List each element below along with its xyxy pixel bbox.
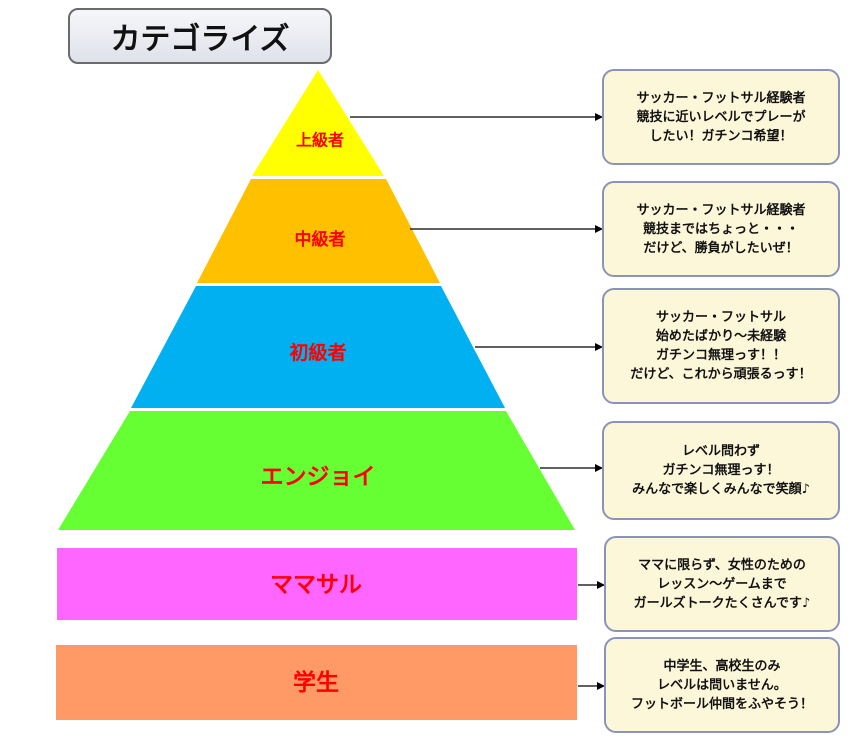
tier-intermediate-shape [197,179,440,283]
tier-intermediate-label: 中級者 [295,229,346,250]
tier-student-description: 中学生、高校生のみ レベルは問いません。 フットボール仲間をふやそう！ [604,637,840,733]
tier-mamasal-label: ママサル [270,572,362,598]
tier-beginner-shape [131,286,505,408]
category-title: カテゴライズ [68,8,332,64]
tier-mamasal-shape [57,548,577,620]
tier-enjoy-description: レベル問わず ガチンコ無理っす！ みんなで楽しくみんなで笑顔♪ [602,421,840,520]
tier-advanced-shape [252,70,384,176]
tier-enjoy-label: エンジョイ [261,464,376,490]
tier-beginner-label: 初級者 [289,341,346,364]
tier-advanced-description: サッカー・フットサル経験者 競技に近いレベルでプレーが したい！ガチンコ希望！ [602,69,840,165]
tier-intermediate-description: サッカー・フットサル経験者 競技まではちょっと・・・ だけど、勝負がしたいぜ！ [602,181,840,277]
tier-mamasal-description: ママに限らず、女性のための レッスン～ゲームまで ガールズトークたくさんです♪ [604,536,840,632]
tier-student-label: 学生 [293,669,339,696]
tier-enjoy-shape [58,411,575,530]
tier-beginner-description: サッカー・フットサル 始めたばかり～未経験 ガチンコ無理っす！！ だけど、これか… [602,288,840,404]
tier-advanced-label: 上級者 [296,131,344,150]
tier-student-shape [56,645,577,720]
